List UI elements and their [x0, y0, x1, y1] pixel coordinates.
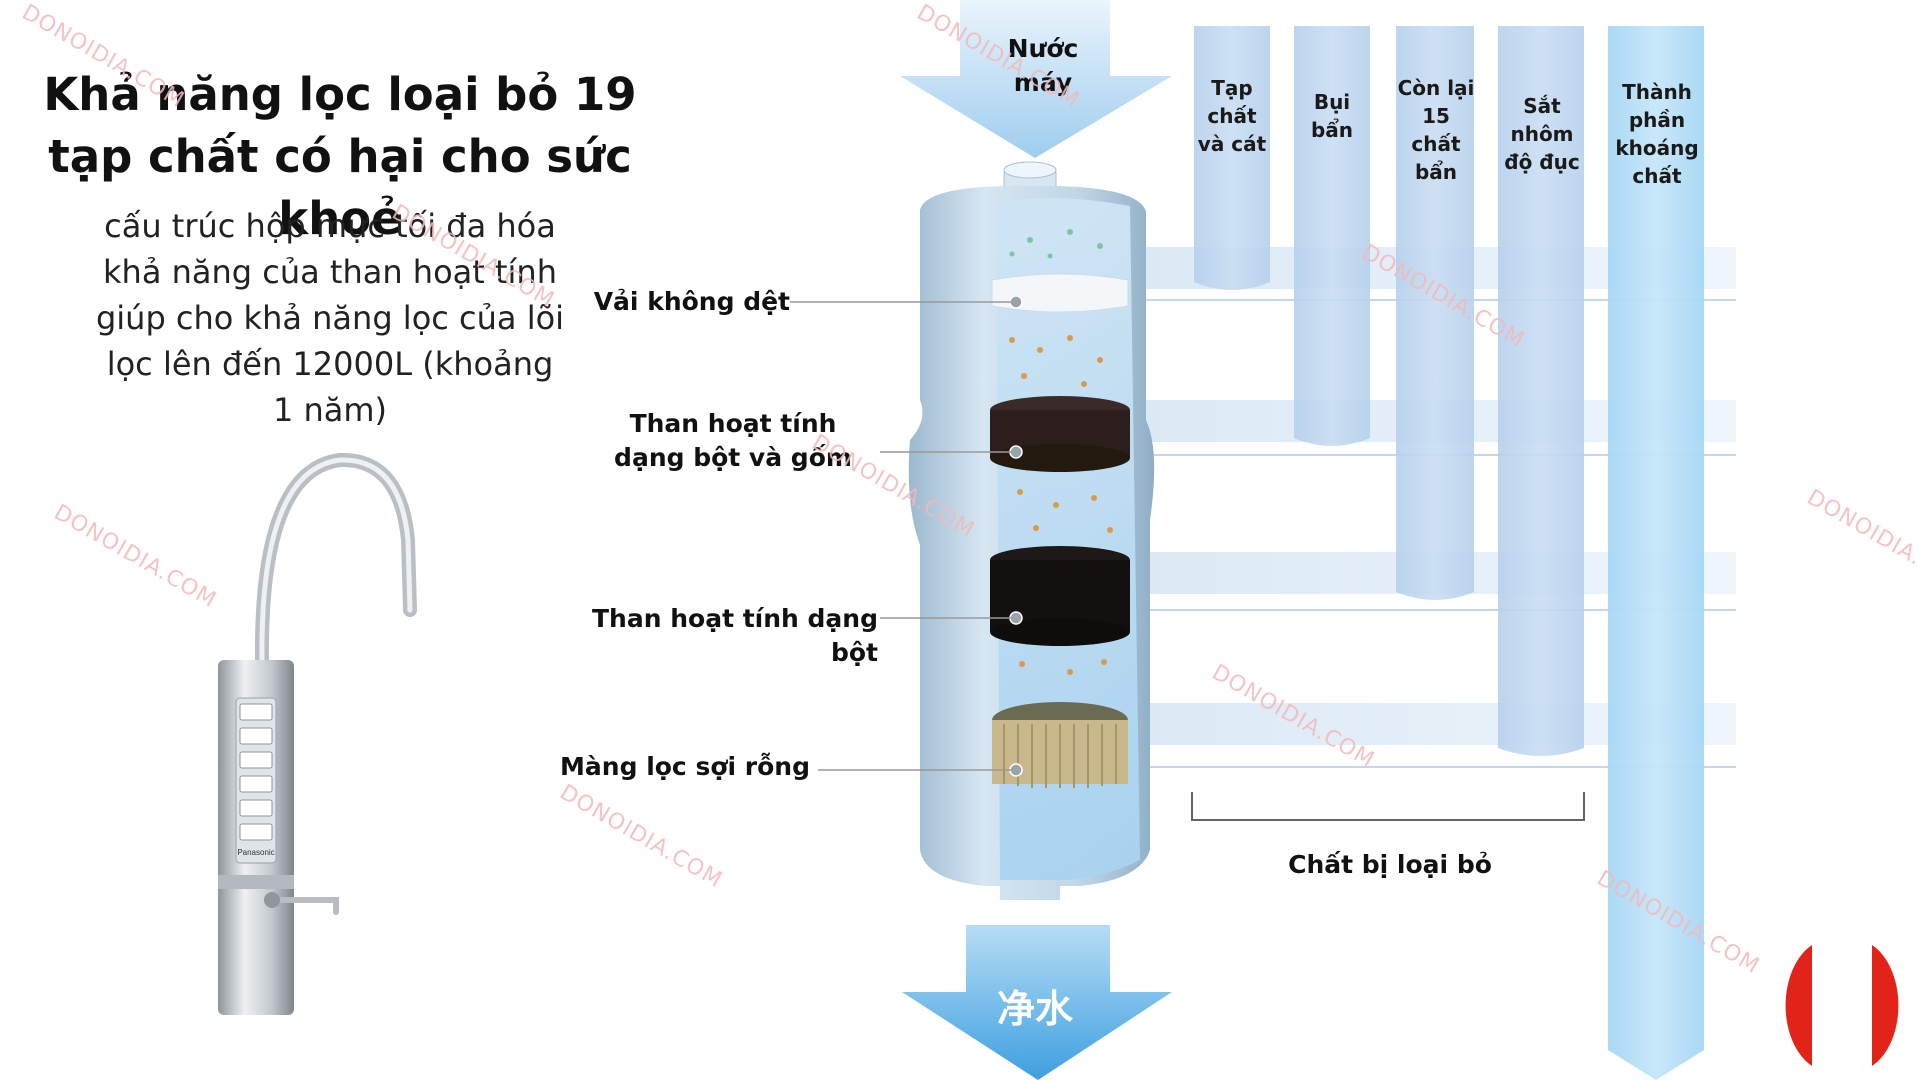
layer-label-powder-carbon: Than hoạt tính dạng bột: [592, 604, 878, 667]
layer-label-carbon-ceramic: Than hoạt tính dạng bột và gốm: [614, 409, 852, 472]
column-label-sand: Tạp chất và cát: [1197, 76, 1267, 156]
column-label-iron: Sắt nhôm độ đục: [1504, 94, 1580, 174]
inlet-arrow: [900, 0, 1172, 158]
filter-description: cấu trúc hộp mực tối đa hóa khả năng của…: [95, 207, 565, 429]
outlet-arrow: [902, 925, 1172, 1080]
column-label-minerals: Thành phần khoáng chất: [1615, 80, 1699, 188]
outlet-label: 净水: [996, 987, 1073, 1031]
page-title: Khả năng lọc loại bỏ 19 tạp chất có hại …: [43, 68, 637, 245]
layer-label-nonwoven: Vải không dệt: [593, 287, 790, 316]
layer-leader-lines: [790, 301, 1012, 771]
removed-label: Chất bị loại bỏ: [1288, 850, 1492, 879]
impurity-columns: [1194, 26, 1704, 1080]
column-label-remaining: Còn lại 15 chất bẩn: [1397, 76, 1475, 184]
brand-mark: Panasonic: [237, 848, 274, 857]
cartridge: [908, 161, 1155, 900]
faucet-product-image: Panasonic: [218, 452, 417, 1015]
dnd-logo: [1785, 945, 1899, 1066]
column-label-dust: Bụi bẩn: [1310, 90, 1354, 142]
removed-bracket: [1191, 792, 1585, 821]
inlet-label: Nước máy: [1007, 34, 1079, 97]
layer-label-hollow-fiber: Màng lọc sợi rỗng: [560, 752, 810, 781]
